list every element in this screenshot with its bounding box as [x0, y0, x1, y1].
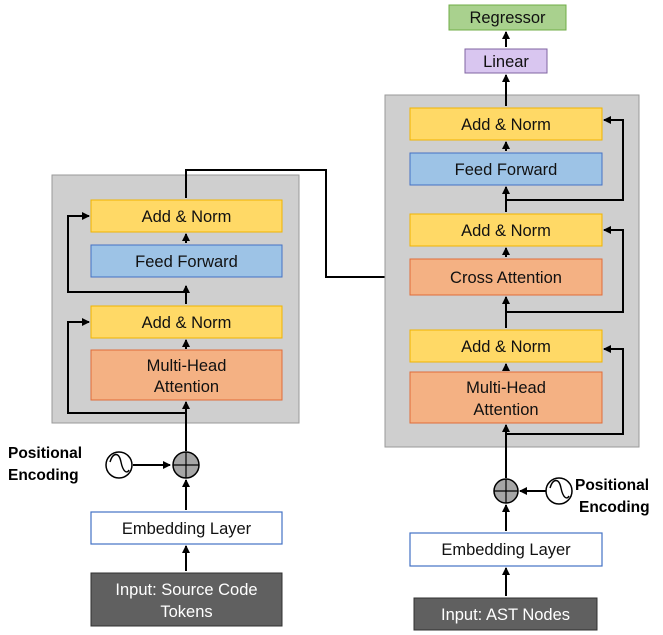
encoder-input-label-line1: Input: Source Code	[115, 581, 257, 599]
encoder-attention-label-line1: Multi-Head	[147, 357, 227, 375]
decoder-input-box	[413, 597, 598, 631]
encoder-feed-forward-label: Feed Forward	[135, 253, 238, 271]
linear-label: Linear	[483, 53, 529, 71]
decoder-positional-label-line1: Positional	[575, 477, 649, 494]
decoder-cross-attention	[409, 258, 603, 296]
encoder-multi-head-attention	[90, 349, 283, 401]
encoder-add-norm-top-label: Add & Norm	[142, 208, 232, 226]
encoder-embedding-label: Embedding Layer	[122, 520, 252, 538]
encoder-sine-wave	[109, 453, 130, 473]
decoder-add-norm-mid	[409, 213, 603, 247]
encoder-attention-label-line2: Attention	[154, 378, 219, 396]
decoder-multi-head-attention	[409, 371, 603, 424]
decoder-sine-wave	[549, 479, 570, 499]
decoder-residual-1	[506, 345, 624, 435]
regressor-label: Regressor	[469, 9, 546, 27]
decoder-embedding-label: Embedding Layer	[441, 541, 571, 559]
encoder-embedding-layer	[90, 511, 283, 545]
decoder-attention-label-line2: Attention	[473, 401, 538, 419]
encoder-to-cross-attention-arrow	[185, 169, 409, 281]
decoder-positional-label-line2: Encoding	[579, 499, 650, 516]
regressor-box	[448, 4, 567, 31]
encoder-add-norm-bottom-label: Add & Norm	[142, 314, 232, 332]
linear-box	[464, 48, 548, 74]
decoder-cross-attention-label: Cross Attention	[450, 269, 562, 287]
decoder-add-norm-bottom	[409, 329, 603, 363]
encoder-feed-forward	[90, 244, 283, 278]
decoder-add-norm-mid-label: Add & Norm	[461, 222, 551, 240]
encoder-residual-1	[67, 318, 186, 414]
decoder-feed-forward-label: Feed Forward	[455, 161, 558, 179]
decoder-add-norm-top-label: Add & Norm	[461, 116, 551, 134]
decoder-add-norm-top	[409, 107, 603, 141]
encoder-residual-2	[67, 212, 186, 293]
decoder-attention-label-line1: Multi-Head	[466, 379, 546, 397]
encoder-input-box	[90, 572, 283, 627]
decoder-input-label: Input: AST Nodes	[441, 606, 570, 624]
encoder-positional-label-line1: Positional	[8, 445, 82, 462]
decoder-add-norm-bottom-label: Add & Norm	[461, 338, 551, 356]
decoder-residual-3	[506, 116, 624, 201]
encoder-positional-label-line2: Encoding	[8, 467, 79, 484]
encoder-add-norm-bottom	[90, 305, 283, 339]
encoder-input-label-line2: Tokens	[160, 603, 212, 621]
encoder-add-norm-top	[90, 199, 283, 233]
decoder-feed-forward	[409, 152, 603, 186]
decoder-embedding-layer	[409, 532, 603, 567]
decoder-residual-2	[506, 226, 624, 313]
